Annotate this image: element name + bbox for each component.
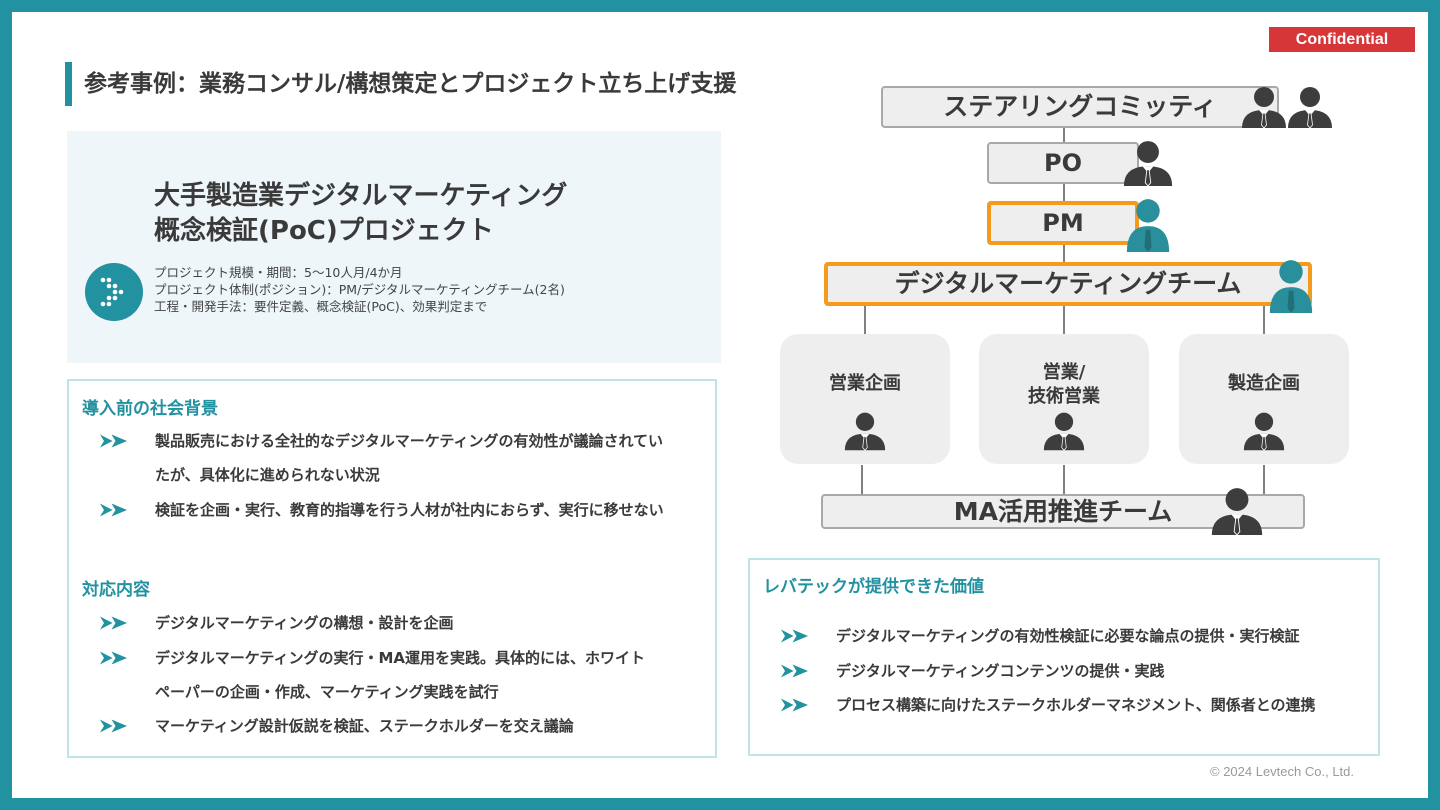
- copyright-text: © 2024 Levtech Co., Ltd.: [1210, 764, 1355, 779]
- response-section-title: 対応内容: [82, 580, 150, 600]
- double-chevron-icon: [781, 664, 808, 678]
- dm-team-person-icon: [1269, 260, 1313, 313]
- double-chevron-icon: [100, 719, 127, 733]
- background-bullet-1-line-1: 製品販売における全社的なデジタルマーケティングの有効性が議論されてい: [155, 432, 664, 450]
- person-icon: [844, 412, 886, 451]
- background-response-box: 導入前の社会背景 製品販売における全社的なデジタルマーケティングの有効性が議論さ…: [67, 379, 717, 758]
- project-structure-text: プロジェクト体制(ポジション)：PM/デジタルマーケティングチーム(2名): [154, 282, 565, 297]
- digital-marketing-team-node: デジタルマーケティングチーム: [824, 262, 1312, 306]
- background-bullet-1-line-2: たが、具体化に進められない状況: [155, 466, 380, 484]
- response-bullet-2-line-2: ペーパーの企画・作成、マーケティング実践を試行: [155, 683, 499, 701]
- title-accent-bar: [65, 62, 72, 106]
- double-chevron-icon: [100, 651, 127, 665]
- person-icon: [1242, 87, 1286, 128]
- double-chevron-icon: [781, 629, 808, 643]
- person-icon: [1211, 488, 1263, 535]
- project-scale-text: プロジェクト規模・期間：5〜10人月/4か月: [154, 265, 403, 280]
- project-title-line-1: 大手製造業デジタルマーケティング: [154, 181, 568, 211]
- response-bullet-1-line-1: デジタルマーケティングの構想・設計を企画: [155, 614, 454, 632]
- confidential-badge: Confidential: [1269, 27, 1415, 52]
- double-chevron-icon: [100, 503, 127, 517]
- value-provided-box: レバテックが提供できた価値 デジタルマーケティングの有効性検証に必要な論点の提供…: [748, 558, 1380, 756]
- page-title: 参考事例：業務コンサル/構想策定とプロジェクト立ち上げ支援: [84, 71, 737, 97]
- project-method-text: 工程・開発手法：要件定義、概念検証(PoC)、効果判定まで: [154, 299, 488, 314]
- project-details: プロジェクト規模・期間：5〜10人月/4か月 プロジェクト体制(ポジション)：P…: [154, 264, 565, 315]
- project-title-line-2: 概念検証(PoC)プロジェクト: [154, 216, 494, 246]
- person-icon: [1243, 412, 1285, 451]
- steering-committee-node: ステアリングコミッティ: [881, 86, 1279, 128]
- value-bullet-3-text: プロセス構築に向けたステークホルダーマネジメント、関係者との連携: [836, 696, 1316, 714]
- value-bullet-1-text: デジタルマーケティングの有効性検証に必要な論点の提供・実行検証: [836, 627, 1300, 645]
- value-bullet-2-text: デジタルマーケティングコンテンツの提供・実践: [836, 662, 1165, 680]
- slide: Confidential 参考事例：業務コンサル/構想策定とプロジェクト立ち上げ…: [12, 12, 1428, 798]
- project-logo-icon: [85, 263, 143, 321]
- pm-node: PM: [987, 201, 1139, 245]
- value-section-title: レバテックが提供できた価値: [763, 577, 984, 597]
- response-bullet-3-line-1: マーケティング設計仮説を検証、ステークホルダーを交え議論: [155, 717, 574, 735]
- dept-manufacturing-planning-label: 製造企画: [1228, 373, 1300, 394]
- background-section-title: 導入前の社会背景: [82, 399, 218, 419]
- person-icon: [1043, 412, 1085, 451]
- response-bullet-2-line-1: デジタルマーケティングの実行・MA運用を実践。具体的には、ホワイト: [155, 649, 646, 667]
- person-icon: [1123, 141, 1173, 186]
- double-chevron-icon: [100, 616, 127, 630]
- po-node: PO: [987, 142, 1139, 184]
- project-summary-box: 大手製造業デジタルマーケティング 概念検証(PoC)プロジェクト プロジェクト規…: [67, 131, 721, 363]
- double-chevron-icon: [100, 434, 127, 448]
- person-icon: [1288, 87, 1332, 128]
- double-chevron-icon: [781, 698, 808, 712]
- dept-sales-technical-sales-label: 営業/ 技術営業: [1028, 362, 1100, 407]
- project-title: 大手製造業デジタルマーケティング 概念検証(PoC)プロジェクト: [154, 179, 567, 249]
- pm-person-icon: [1126, 199, 1170, 252]
- background-bullet-2-line-1: 検証を企画・実行、教育的指導を行う人材が社内におらず、実行に移せない: [155, 501, 664, 519]
- dept-sales-planning-label: 営業企画: [829, 373, 901, 394]
